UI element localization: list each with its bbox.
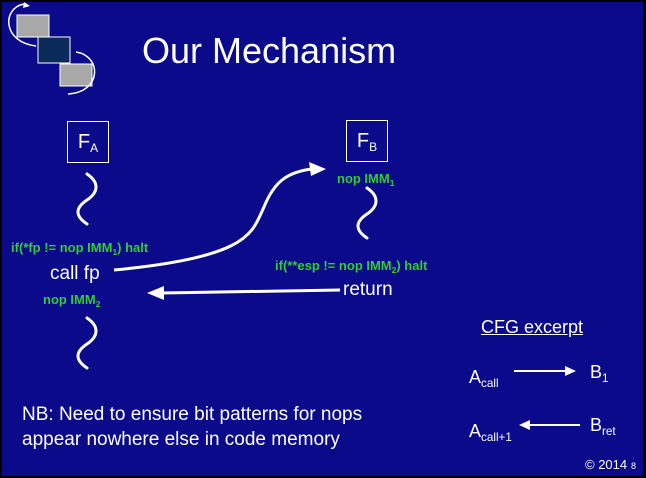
left-nop-sub: 2	[95, 298, 101, 309]
nb-line-2: appear nowhere else in code memory	[22, 429, 340, 450]
a-call-base: A	[469, 367, 482, 387]
right-nop-text: nop IMM	[337, 171, 390, 186]
call-arrowhead	[309, 162, 326, 176]
logo-icon	[8, 2, 96, 95]
cfg-node-b-ret: Bret	[590, 415, 616, 438]
right-check-label: if(**esp != nop IMM2) halt	[275, 258, 427, 275]
copyright: © 2014	[585, 457, 628, 472]
left-check-post: ) halt	[117, 240, 149, 255]
cfg-node-b1: B1	[590, 362, 609, 385]
nb-note: NB: Need to ensure bit patterns for nops…	[22, 402, 362, 452]
fa-subscript: A	[90, 141, 99, 156]
squiggle-left-bottom	[76, 316, 98, 370]
right-check-sub: 2	[391, 264, 397, 275]
b1-base: B	[590, 362, 603, 382]
cfg-call-arrowhead	[565, 366, 576, 376]
fa-label: F	[77, 131, 91, 153]
a-call1-sub: call+1	[481, 431, 512, 445]
left-check-label: if(*fp != nop IMM1) halt	[11, 240, 148, 257]
return-arrow	[161, 288, 341, 295]
left-nop-label: nop IMM2	[43, 292, 100, 309]
function-box-fa: FA	[67, 121, 109, 163]
fb-label: F	[356, 130, 370, 152]
right-check-post: ) halt	[396, 258, 428, 273]
b-ret-base: B	[590, 415, 603, 435]
right-check-text: if(**esp != nop IMM	[275, 258, 392, 273]
return-label: return	[343, 279, 393, 300]
left-nop-text: nop IMM	[43, 292, 96, 307]
call-arrow	[113, 167, 313, 272]
b-ret-sub: ret	[602, 425, 616, 439]
nb-line-1: NB: Need to ensure bit patterns for nops	[22, 404, 363, 425]
right-nop-sub: 1	[389, 177, 395, 188]
a-call-sub: call	[481, 377, 499, 391]
return-arrowhead	[147, 286, 164, 300]
page-number: 8	[631, 461, 637, 471]
cfg-title: CFG excerpt	[481, 317, 584, 337]
function-box-fb: FB	[346, 120, 388, 162]
call-fp-label: call fp	[50, 263, 100, 284]
left-check-sub: 1	[112, 246, 118, 257]
cfg-node-a-call1: Acall+1	[469, 421, 512, 444]
right-nop-label: nop IMM1	[337, 171, 394, 188]
a-call1-base: A	[469, 421, 482, 441]
slide-title: Our Mechanism	[142, 30, 397, 71]
b1-sub: 1	[602, 372, 609, 386]
left-check-text: if(*fp != nop IMM	[11, 240, 113, 255]
cfg-node-a-call: Acall	[469, 367, 499, 390]
squiggle-right	[356, 186, 378, 240]
squiggle-left-top	[76, 172, 98, 226]
fb-subscript: B	[369, 140, 378, 155]
cfg-return-arrowhead	[519, 420, 530, 430]
